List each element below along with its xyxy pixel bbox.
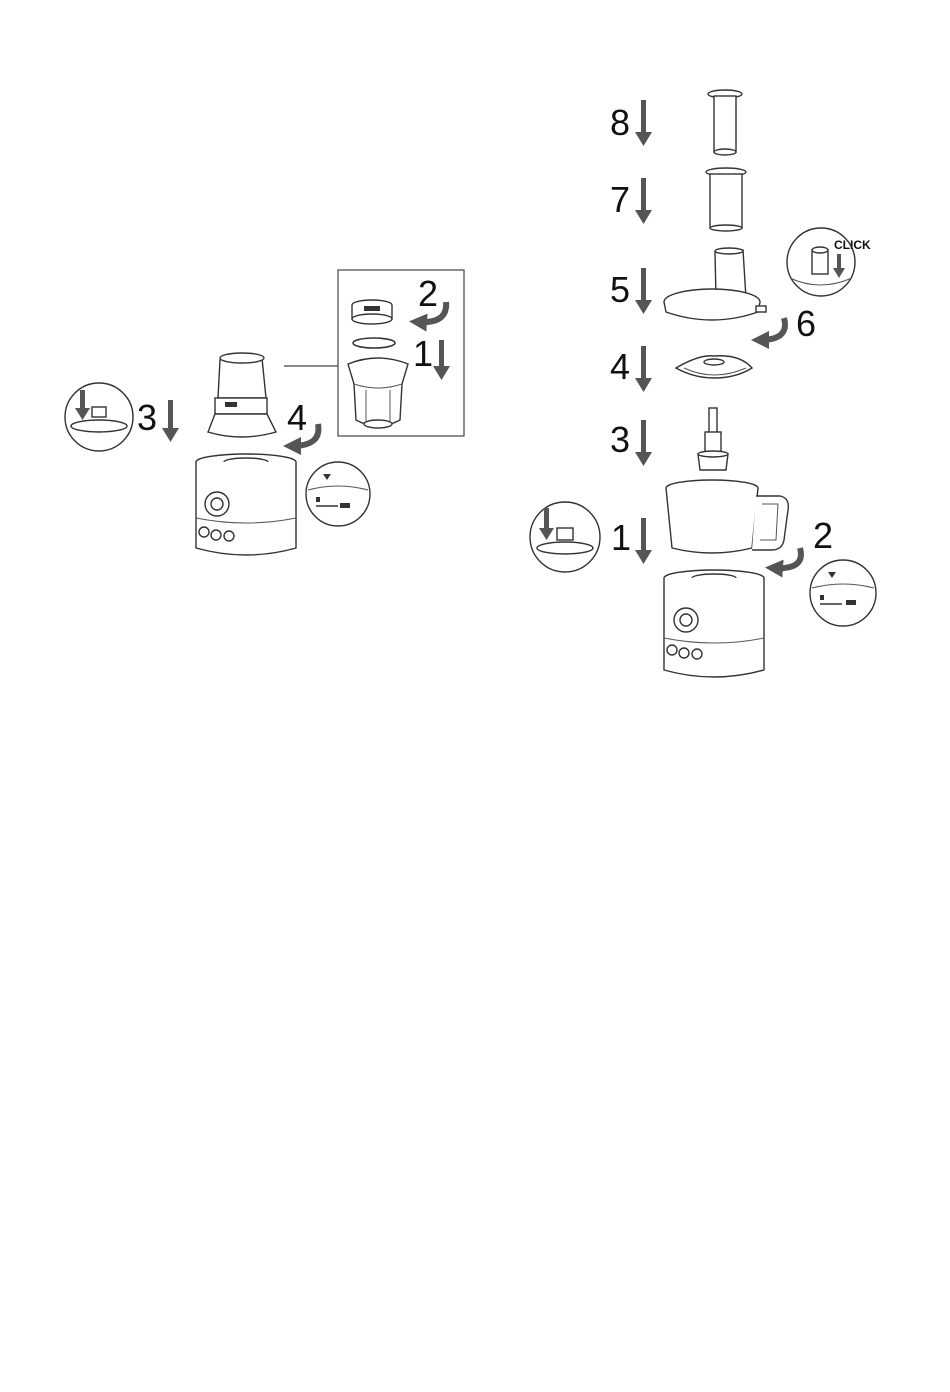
rotate-arrow-icon bbox=[774, 548, 801, 568]
inset-step-2-label: 2 bbox=[418, 273, 438, 314]
blade-cap-part bbox=[352, 300, 392, 324]
grinder-cup-part bbox=[348, 358, 408, 428]
step-2-label: 2 bbox=[813, 515, 833, 556]
lid-part bbox=[664, 248, 766, 320]
down-arrow-icon bbox=[635, 420, 652, 466]
step-4-label: 4 bbox=[287, 397, 307, 438]
press-detail-circle bbox=[65, 383, 133, 451]
down-arrow-icon bbox=[433, 340, 450, 380]
click-label: CLICK bbox=[834, 238, 871, 252]
down-arrow-icon bbox=[635, 268, 652, 314]
left-assembly: 2 1 3 4 bbox=[65, 270, 464, 555]
lock-detail-circle bbox=[810, 560, 876, 626]
inset-step-1-label: 1 bbox=[413, 333, 433, 374]
large-pusher-part bbox=[706, 168, 746, 231]
down-arrow-icon bbox=[635, 178, 652, 224]
step-1-label: 1 bbox=[611, 517, 631, 558]
rotate-arrow-icon bbox=[760, 318, 785, 340]
step-5-label: 5 bbox=[610, 269, 630, 310]
seal-ring-part bbox=[353, 338, 395, 348]
blade-shaft-part bbox=[698, 408, 728, 470]
step-4-label: 4 bbox=[610, 346, 630, 387]
down-arrow-icon bbox=[635, 100, 652, 146]
step-3-label: 3 bbox=[137, 397, 157, 438]
step-6-label: 6 bbox=[796, 303, 816, 344]
down-arrow-icon bbox=[635, 518, 652, 564]
down-arrow-icon bbox=[635, 346, 652, 392]
press-detail-circle bbox=[530, 502, 600, 572]
step-3-label: 3 bbox=[610, 419, 630, 460]
grinder-jar-assembled bbox=[208, 353, 276, 437]
motor-base bbox=[664, 570, 764, 677]
small-pusher-part bbox=[708, 90, 742, 155]
disc-part bbox=[676, 356, 752, 378]
lock-detail-circle bbox=[306, 462, 370, 526]
processor-bowl bbox=[666, 480, 788, 553]
right-assembly: 8 7 5 bbox=[530, 90, 876, 677]
motor-base bbox=[196, 454, 296, 555]
step-8-label: 8 bbox=[610, 102, 630, 143]
down-arrow-icon bbox=[162, 400, 179, 442]
step-7-label: 7 bbox=[610, 179, 630, 220]
